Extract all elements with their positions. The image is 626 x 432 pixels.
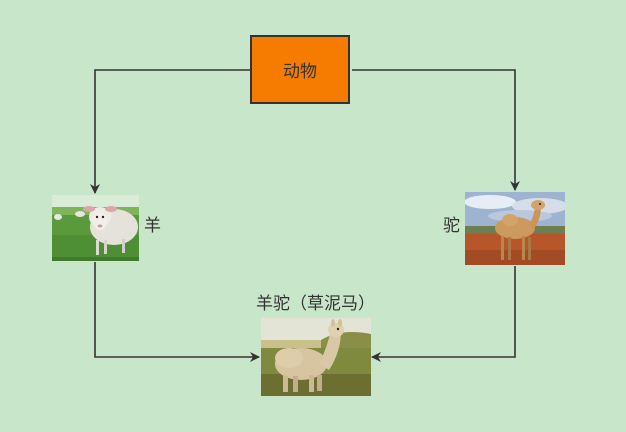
camel-label: 驼	[443, 216, 460, 236]
sheep-image	[52, 195, 139, 261]
camel-image	[465, 192, 565, 265]
root-node-label: 动物	[283, 62, 317, 82]
edge-sheep-to-alpaca	[94, 262, 260, 362]
edge-root-to-sheep	[90, 69, 250, 194]
sheep-label: 羊	[144, 216, 161, 236]
alpaca-image	[261, 318, 371, 396]
alpaca-label: 羊驼（草泥马）	[256, 294, 375, 314]
edge-camel-to-alpaca	[371, 266, 516, 362]
edge-root-to-camel	[352, 69, 520, 191]
root-node[interactable]: 动物	[250, 35, 350, 104]
